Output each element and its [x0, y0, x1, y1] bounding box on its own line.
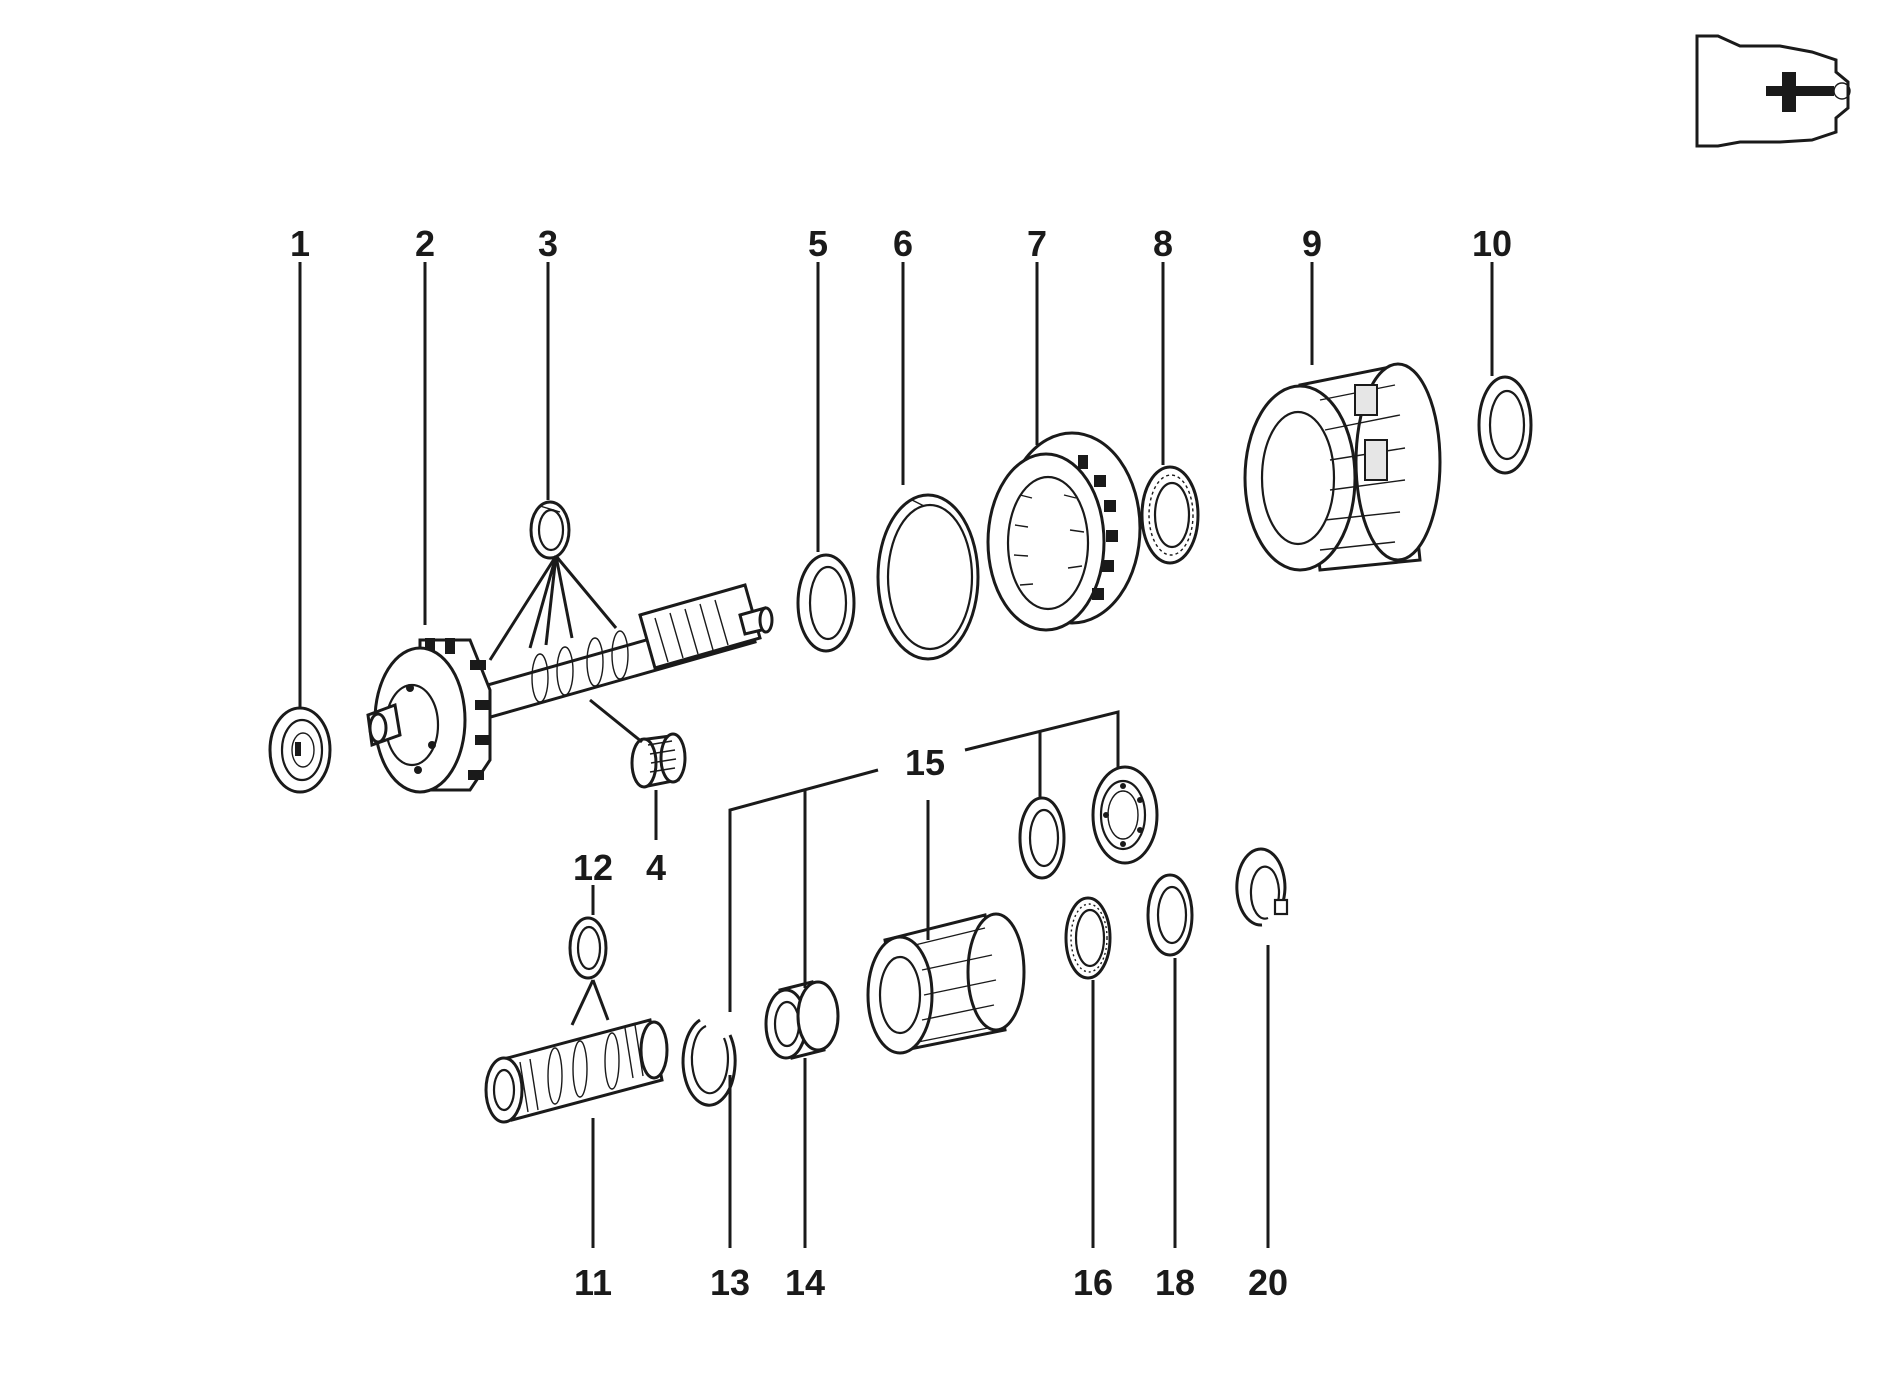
label-part-9: 9 — [1302, 223, 1322, 264]
part-7-ring-gear — [986, 431, 1142, 632]
label-part-13: 13 — [710, 1262, 750, 1303]
part-10-ring — [1477, 375, 1533, 475]
leader-lines — [298, 262, 1494, 1248]
part-13-circlip — [681, 1018, 737, 1107]
part-15-washer — [1018, 796, 1066, 880]
label-part-18: 18 — [1155, 1262, 1195, 1303]
part-6-snap-ring — [876, 493, 980, 661]
label-part-11: 11 — [574, 1262, 612, 1303]
part-5-ring — [796, 553, 856, 653]
part-16-toothed-ring — [1064, 896, 1112, 980]
part-11-output-shaft — [484, 1018, 669, 1124]
part-14-bushing — [764, 980, 840, 1060]
label-part-20: 20 — [1248, 1262, 1288, 1303]
part-labels: 1 2 3 4 5 6 7 8 9 10 11 12 13 14 15 16 1… — [290, 223, 1512, 1303]
label-part-12: 12 — [573, 847, 613, 888]
label-part-16: 16 — [1073, 1262, 1113, 1303]
part-8-thrust-bearing — [1140, 465, 1200, 565]
part-20-snap-ring — [1235, 847, 1289, 927]
label-part-10: 10 — [1472, 223, 1512, 264]
part-15-clutch-hub — [866, 912, 1026, 1055]
part-2-input-shaft — [366, 583, 774, 794]
part-3-sealing-rings — [529, 500, 571, 560]
part-1-bearing — [268, 706, 332, 794]
label-part-14: 14 — [785, 1262, 825, 1303]
label-part-4: 4 — [646, 847, 666, 888]
part-15-ball-bearing — [1091, 765, 1159, 865]
part-12-ring — [568, 916, 608, 980]
label-part-6: 6 — [893, 223, 913, 264]
part-18-ring — [1146, 873, 1194, 957]
label-part-3: 3 — [538, 223, 558, 264]
part-9-planetary-carrier — [1243, 362, 1442, 572]
label-part-7: 7 — [1027, 223, 1047, 264]
label-part-8: 8 — [1153, 223, 1173, 264]
gearbox-orientation-icon — [1695, 34, 1851, 148]
label-part-1: 1 — [290, 223, 310, 264]
label-part-2: 2 — [415, 223, 435, 264]
label-part-15: 15 — [905, 742, 945, 783]
label-part-5: 5 — [808, 223, 828, 264]
part-4-needle-cage — [630, 732, 687, 789]
